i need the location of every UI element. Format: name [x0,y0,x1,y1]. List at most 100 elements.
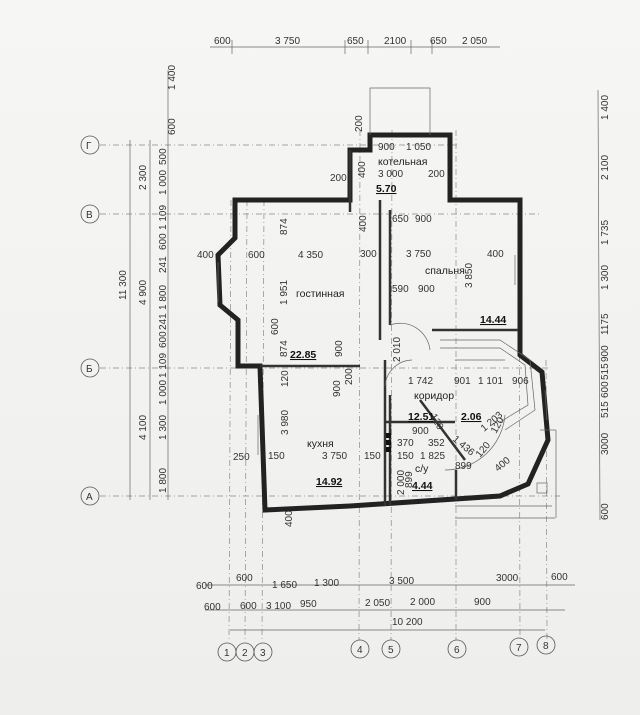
axis-circle-8 [536,635,556,655]
right-dimension-line: 1 400 2 100 1 735 1 300 1175 900 515 600… [597,89,611,521]
right-dim-9: 3000 [600,432,611,455]
corridor-dim-3: 1 101 [478,376,503,387]
axis-circle-v [80,204,100,224]
misc-dim-0: 400 [197,250,214,261]
axis-circle-5 [381,639,401,659]
bottom-r1-6: 600 [551,572,568,583]
bottom-total-dim: 10 200 [392,617,423,628]
living-dim-4: 1 951 [279,280,290,305]
axis-circle-b [80,358,100,378]
diag-dim-5: 120 [474,440,493,460]
left-dimension-lines: 11 300 2 300 4 900 4 100 1 400 600 500 1… [118,65,178,500]
right-dim-5: 900 [600,345,611,362]
corridor-dim-5: 900 [412,426,429,437]
corridor-dim-11: 2 000 [396,470,407,495]
axis-circle-7 [509,637,529,657]
corridor-dim-6: 352 [428,438,445,449]
axis-label-2: 2 [242,648,248,659]
right-dim-10: 600 [600,503,611,520]
interior-dimensions: 900 1 050 3 000 200 200 200 400 600 874 … [197,115,529,527]
room-name-bedroom: спальня [425,265,465,277]
bedroom-dim-5: 590 [392,284,409,295]
room-area-living: 22.85 [290,349,316,361]
living-dim-5: 600 [270,318,281,335]
boiler-dim-4: 200 [330,173,347,184]
left-inner-dim-5: 600 [158,233,169,250]
room-name-kitchen: кухня [307,438,334,450]
bottom-r1-2: 1 650 [272,580,297,591]
boiler-dim-1: 1 050 [406,142,431,153]
left-inner-dim-1: 600 [167,118,178,135]
kitchen-dim-1: 3 980 [280,410,291,435]
axis-label-1: 1 [224,648,230,659]
axis-label-g: Г [86,141,92,152]
kitchen-dim-4: 150 [364,451,381,462]
corridor-dim-1: 1 742 [408,376,433,387]
bottom-r1-3: 1 300 [314,578,339,589]
corridor-dim-7: 370 [397,438,414,449]
axis-label-a: А [86,492,93,503]
bottom-r2-6: 900 [474,597,491,608]
top-dim-4: 650 [430,36,447,47]
top-dimension-line: 600 3 750 650 2100 650 2 050 [210,36,500,54]
bedroom-dim-2: 3 750 [406,249,431,260]
axis-label-6: 6 [454,645,460,656]
left-inner-dim-9: 600 [158,331,169,348]
bottom-r1-1: 600 [236,573,253,584]
bottom-r2-3: 950 [300,599,317,610]
axis-circle-4 [350,639,370,659]
bottom-r1-5: 3000 [496,573,519,584]
room-name-living: гостинная [296,288,345,300]
top-dim-5: 2 050 [462,36,487,47]
axis-label-7: 7 [516,643,522,654]
axis-grid [100,129,560,641]
left-inner-dim-0: 1 400 [167,65,178,90]
corridor-dim-12: 899 [404,471,415,488]
axis-circle-6 [447,639,467,659]
living-dim-1: 874 [279,218,290,235]
bottom-dimension-lines: 600 600 1 650 1 300 3 500 3000 600 600 6… [196,572,575,631]
left-inner-dim-7: 1 800 [158,285,169,310]
living-dim-6: 874 [279,340,290,357]
left-inner-dim-10: 1 109 [158,353,169,378]
boiler-dim-6: 400 [357,161,368,178]
axis-circle-g [80,135,100,155]
bedroom-dim-1: 900 [415,214,432,225]
axis-markers: Г В Б А 1 2 3 4 5 6 7 8 [80,135,556,662]
left-inner-dim-6: 241 [158,256,169,273]
top-dim-2: 650 [347,36,364,47]
right-dim-8: 515 [600,401,611,418]
left-inner-dim-4: 1 109 [158,205,169,230]
axis-circle-3 [253,642,273,662]
room-area-boiler: 5.70 [376,183,397,195]
axis-label-5: 5 [388,645,394,656]
left-mid-dim-2: 4 100 [138,415,149,440]
living-dim-2: 4 350 [298,250,323,261]
left-mid-dim-1: 4 900 [138,280,149,305]
bedroom-dim-4: 3 850 [464,263,475,288]
kitchen-dim-5: 900 [332,380,343,397]
bottom-r2-0: 600 [204,602,221,613]
corridor-dim-2: 901 [454,376,471,387]
bottom-r2-1: 600 [240,601,257,612]
left-inner-dim-12: 1 300 [158,415,169,440]
top-dim-0: 600 [214,36,231,47]
room-name-corridor: коридор [414,390,454,402]
kitchen-dim-2: 3 750 [322,451,347,462]
top-dim-3: 2100 [384,36,407,47]
living-dim-0: 600 [248,250,265,261]
right-dim-1: 2 100 [600,155,611,180]
kitchen-dim-6: 200 [344,368,355,385]
kitchen-dim-7: 250 [233,452,250,463]
axis-label-v: В [86,210,93,221]
living-dim-7: 900 [334,340,345,357]
corridor-dim-8: 150 [397,451,414,462]
axis-label-3: 3 [260,648,266,659]
boiler-dim-3: 200 [354,115,365,132]
boiler-dim-5: 200 [428,169,445,180]
kitchen-dim-3: 150 [268,451,285,462]
bedroom-dim-3: 400 [487,249,504,260]
axis-label-b: Б [86,364,93,375]
